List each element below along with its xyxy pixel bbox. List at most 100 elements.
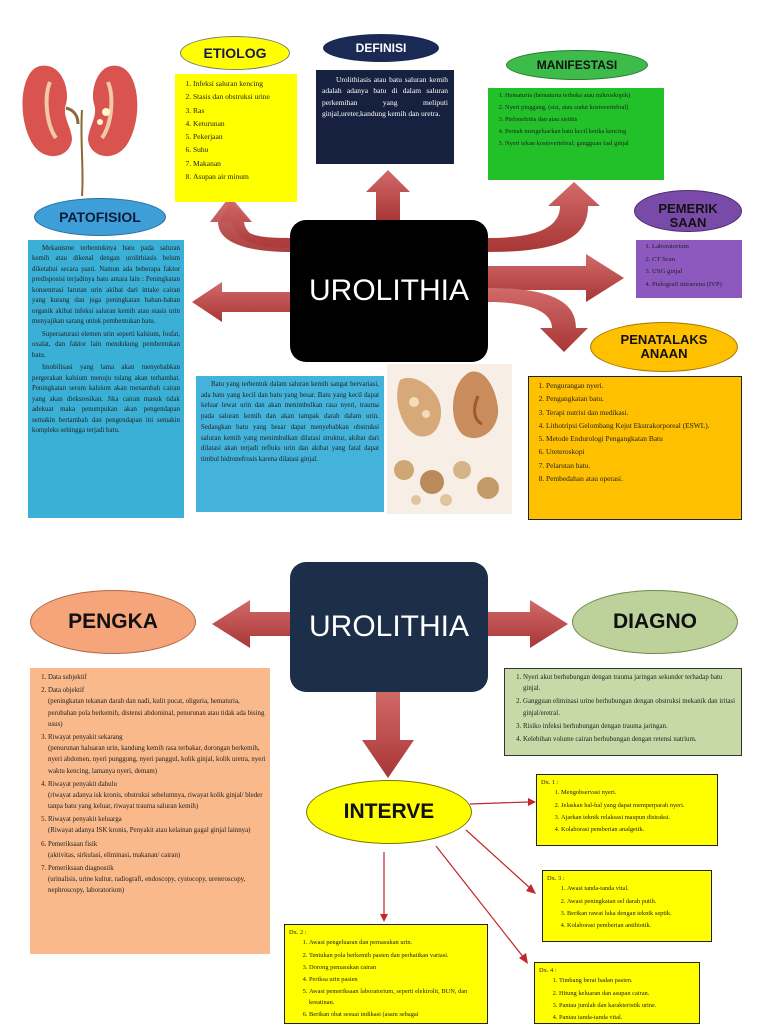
etiologi-item: Infeksi saluran kencing (193, 78, 293, 89)
pengkajian-item: Pemeriksaan fisik(aktivitas, sirkulasi, … (48, 839, 266, 861)
dx4-box: Dx. 4 : Timbang berat badan pasien. Hitun… (534, 962, 700, 1024)
manifestasi-item: Pielonefritis dan atau sistitis (505, 115, 661, 125)
dx2-item: Dorong pemasukan cairan (309, 963, 483, 973)
pengkajian-list: Data subjektifData objektif (peningkatan … (34, 672, 266, 897)
patofisiologi-paragraph: Imobilisasi yang lama akan menyebabkan p… (32, 364, 180, 435)
pengkajian-item: Riwayat penyakit keluarga (Riwayat adanya… (48, 814, 266, 836)
penatalaksanaan-label: PENATALAKS ANAAN (590, 322, 738, 372)
arrow-up-definisi (366, 170, 410, 222)
dx4-item: Timbang berat badan pasien. (559, 976, 695, 986)
manifestasi-label: MANIFESTASI (506, 50, 648, 80)
arrow-curve-penatalaksanaan (488, 288, 588, 352)
diagnosa-item: Kelebihan volume cairan berhubungan deng… (523, 734, 737, 745)
dx2-item: Awasi pengeluaran dan pemasukan urin. (309, 938, 483, 948)
dx2-item: Periksa urin pasien (309, 975, 483, 985)
pengkajian-item-title: Data subjektif (48, 674, 87, 681)
etiologi-item: Keturunan (193, 118, 293, 129)
pemeriksaan-item: USG ginjal (652, 267, 740, 278)
definisi-label-text: DEFINISI (355, 40, 407, 55)
dx3-item: Awasi tanda-tanda vital. (567, 884, 707, 894)
pengkajian-item: Data subjektif (48, 672, 266, 683)
manifestasi-label-text: MANIFESTASI (536, 57, 618, 72)
penatalaksanaan-item: Ureteroskopi (546, 446, 738, 457)
dx1-list: Mengobservasi nyeri. Jelaskan hal-hal yan… (541, 788, 713, 835)
pengkajian-item-title: Data objektif (48, 687, 85, 695)
etiologi-label-text: ETIOLOG (203, 44, 267, 61)
etiologi-list: Infeksi saluran kencingStasis dan obstru… (179, 78, 293, 182)
patofisiologi-label: PATOFISIOL (34, 198, 166, 236)
arrow-left-patofisiologi (192, 282, 292, 322)
dx4-item: Pantau tanda-tanda vital. (559, 1013, 695, 1023)
etiologi-item: Pekerjaan (193, 131, 293, 142)
penatalaksanaan-item: Metode Endurologi Pengangkatan Batu (546, 433, 738, 444)
pengkajian-item-title: Pemeriksaan fisik (48, 840, 98, 848)
dx2-title: Dx. 2 : (289, 929, 307, 936)
etiologi-item: Suhu (193, 144, 293, 155)
patofisiologi-label-text: PATOFISIOL (59, 208, 141, 225)
dx2-item: Awasi pemeriksaan laboratorium, seperti … (309, 987, 483, 1008)
patofisiologi-paragraphs: Mekanisme terbentuknya batu pada saluran… (32, 244, 180, 437)
pengkajian-item-detail: (peningkatan tekanan darah dan nadi, kul… (48, 698, 265, 728)
pemeriksaan-list: LaboratoriumCT ScanUSG ginjalPielografi … (638, 242, 740, 291)
diagnosa-label: DIAGNO (572, 590, 738, 654)
diagnosa-box: Nyeri akut berhubungan dengan trauma jar… (504, 668, 742, 756)
patofisiologi-paragraph: Supersaturasi elemen urin seperti kalsiu… (32, 330, 180, 359)
dx3-list: Awasi tanda-tanda vital.Awasi peningkata… (547, 884, 707, 931)
etiologi-item: Asupan air minum (193, 171, 293, 182)
patofisiologi-box: Mekanisme terbentuknya batu pada saluran… (28, 240, 184, 518)
diagnosa-item: Nyeri akut berhubungan dengan trauma jar… (523, 672, 737, 694)
pengkajian-box: Data subjektifData objektif (peningkatan … (30, 668, 270, 954)
arrow-left-pengkajian (212, 600, 290, 648)
manifestasi-item: Nyeri tekan kostovertebral; gangguan faa… (505, 139, 661, 149)
dx4-title: Dx. 4 : (539, 967, 557, 974)
center-title-top: UROLITHIA (290, 220, 488, 362)
pengkajian-item: Riwayat penyakit sekarang(penurunan halu… (48, 732, 266, 777)
pengkajian-item-title: Riwayat penyakit sekarang (48, 733, 123, 741)
pengkajian-item-title: Riwayat penyakit keluarga (48, 816, 122, 824)
penatalaksanaan-item: Pengangkatan batu. (546, 393, 738, 404)
diagnosa-label-text: DIAGNO (613, 609, 697, 633)
pengkajian-item: Riwayat penyakit dahulu(riwayat adanya i… (48, 779, 266, 813)
dx1-item: Jelaskan hal-hal yang dapat memperparah … (561, 801, 713, 811)
patofisiologi-paragraph: Mekanisme terbentuknya batu pada saluran… (32, 245, 180, 326)
penatalaksanaan-item: Terapi nutrisi dan medikasi. (546, 407, 738, 418)
etiologi-item: Stasis dan obstruksi urine (193, 91, 293, 102)
pemeriksaan-label: PEMERIK SAAN (634, 190, 742, 232)
pengkajian-item-title: Pemeriksaan diagnostik (48, 865, 114, 872)
penatalaksanaan-list: Pengurangan nyeri. Pengangkatan batu. Tera… (532, 380, 738, 484)
dx3-item: Kolaborasi pemberian antibiotik. (567, 921, 707, 931)
pemeriksaan-item: Laboratorium (652, 242, 740, 253)
pengkajian-item-detail: (riwayat adanya isk kronis, obstruksi se… (48, 791, 263, 811)
dx4-list: Timbang berat badan pasien. Hitung keluar… (539, 976, 695, 1023)
dx2-list: Awasi pengeluaran dan pemasukan urin.Ten… (289, 938, 483, 1020)
pemeriksaan-box: LaboratoriumCT ScanUSG ginjalPielografi … (636, 240, 742, 298)
dx3-title: Dx. 3 : (547, 875, 565, 882)
kidney-illustration-icon (22, 65, 138, 197)
manifestasi-item: Hematuria (hematuria terbuka atau mikros… (505, 91, 661, 101)
definisi-label: DEFINISI (323, 34, 439, 62)
dx1-item: Mengobservasi nyeri. (561, 788, 713, 798)
manifestasi-item: Pernah mengeluarkan batu kecil ketika ke… (505, 127, 661, 137)
definisi-box: Urolithiasis atau batu saluran kemih ada… (316, 70, 454, 164)
arrow-right-diagnosa (488, 600, 568, 648)
pemeriksaan-item: Pielografi intravena (IVP) (652, 280, 740, 291)
dx1-item: Kolaborasi pemberian analgetik. (561, 825, 713, 835)
dx3-item: Berikan rawat luka dengan teknik septik. (567, 909, 707, 919)
manifestasi-item: Nyeri pinggang, (sisi, atau sudut kostov… (505, 103, 661, 113)
etiologi-item: Makanan (193, 158, 293, 169)
dx4-item: Hitung keluaran dan asupan cairan. (559, 989, 695, 999)
pengkajian-item-detail: (Riwayat adanya ISK kronis, Penyakit ata… (48, 827, 251, 835)
pengkajian-label-text: PENGKA (68, 609, 158, 633)
dx2-box: Dx. 2 : Awasi pengeluaran dan pemasukan … (284, 924, 488, 1024)
diagnosa-item: Gangguan eliminasi urine berhubungan den… (523, 696, 737, 718)
dx1-item: Ajarkan teknik relaksasi maupun distraks… (561, 813, 713, 823)
penatalaksanaan-label-text: PENATALAKS ANAAN (620, 332, 708, 361)
intervensi-label: INTERVE (306, 780, 472, 844)
penatalaksanaan-item: Pengurangan nyeri. (546, 380, 738, 391)
dx4-item: Pantau jumlah dan karakteristik urine. (559, 1001, 695, 1011)
arrow-down-intervensi (362, 690, 414, 778)
center-title-bottom: UROLITHIA (290, 562, 488, 692)
center-title-top-text: UROLITHIA (308, 274, 470, 307)
etiologi-label: ETIOLOG (180, 36, 290, 70)
